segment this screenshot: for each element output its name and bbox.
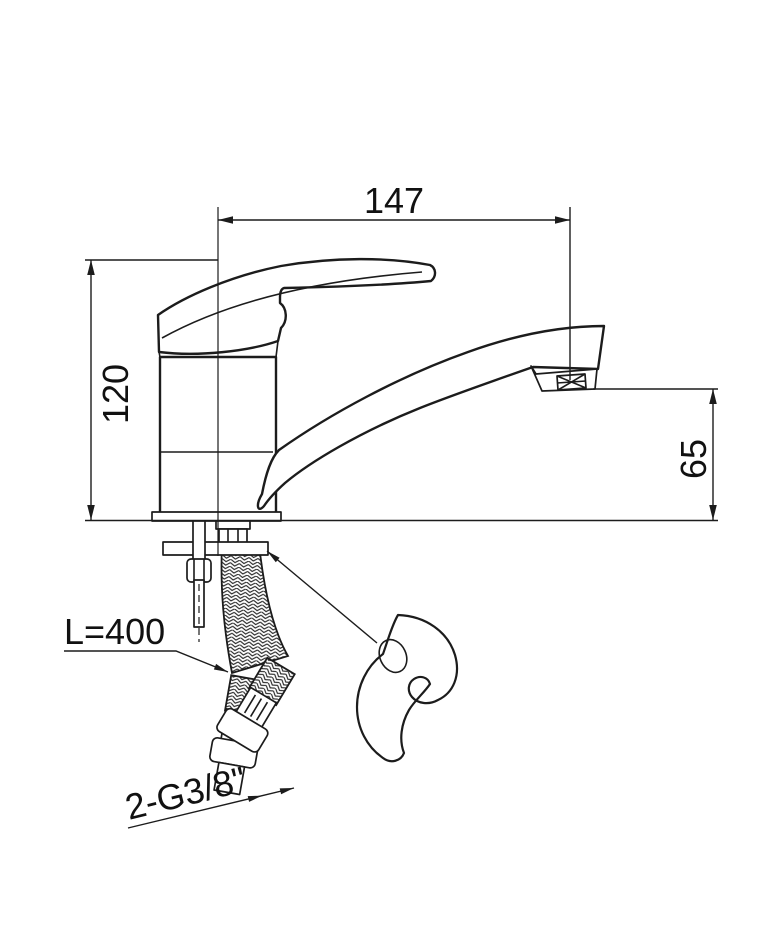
mounting-wrench	[355, 613, 459, 763]
supply-hose-right	[216, 656, 296, 753]
leader-wrench	[266, 550, 378, 644]
handle-cap-right-edge	[275, 340, 279, 358]
wrench-hole	[378, 638, 408, 674]
mounting-stud-nut-facets	[193, 559, 205, 582]
handle-cap-left-edge	[158, 351, 161, 358]
dim-65-arrow-top	[709, 389, 717, 404]
dim-65-arrow-bottom	[709, 505, 717, 520]
hose-right-sleeve-slots	[243, 694, 269, 721]
dim-120-arrow-top	[87, 260, 95, 275]
leader-hose-length	[64, 650, 229, 673]
wrench-icon	[355, 613, 459, 763]
dim-label-spout-reach: 147	[364, 180, 424, 221]
hose-left-tube-end	[213, 761, 246, 796]
below-deck-assembly	[162, 520, 296, 796]
leader-thread-arrow-left	[247, 795, 262, 802]
dim-147-arrow-right	[555, 216, 570, 224]
leader-hose-thread	[127, 787, 295, 829]
dim-label-overall-height: 120	[95, 364, 136, 424]
supply-hose-bundle	[220, 543, 290, 675]
handle-accent-line	[161, 271, 423, 339]
leader-hose-length-arrow	[213, 663, 228, 672]
label-hose-length: L=400	[64, 611, 165, 652]
dim-120-arrow-bottom	[87, 505, 95, 520]
hose-right-nut	[216, 707, 269, 753]
mounting-stud-lower	[193, 579, 205, 628]
faucet-above-deck	[85, 257, 718, 522]
dim-147-arrow-left	[218, 216, 233, 224]
faucet-spout-arm	[256, 324, 606, 510]
mounting-stud-nut	[186, 558, 212, 583]
aerator-hatch	[556, 373, 587, 391]
mounting-plate	[162, 541, 269, 556]
mounting-stud-upper	[192, 520, 206, 562]
dim-label-outlet-height: 65	[673, 439, 714, 479]
faucet-handle	[156, 257, 437, 355]
base-plate	[151, 511, 282, 522]
leader-thread-arrow-right	[279, 788, 294, 795]
leader-wrench-arrow	[267, 551, 280, 563]
hose-connector-flange	[215, 520, 251, 530]
label-hose-thread: 2-G3/8"	[121, 758, 250, 828]
